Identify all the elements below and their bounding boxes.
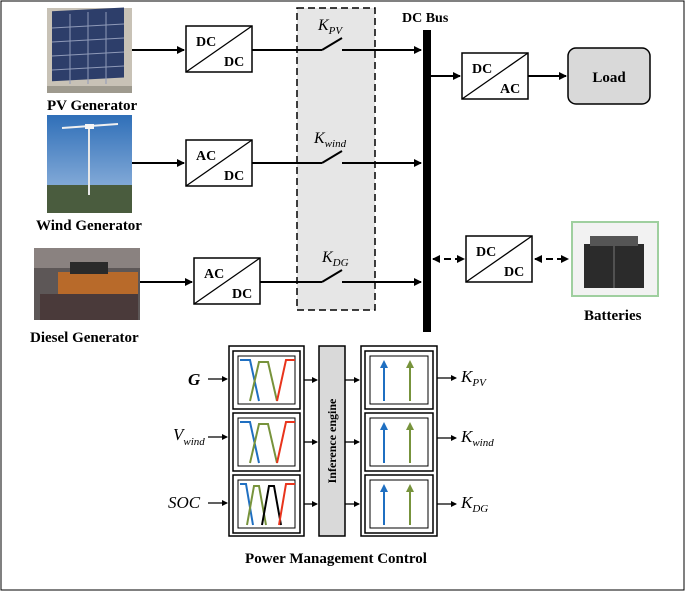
load-label: Load <box>592 70 626 86</box>
battery-dcdc-converter: DC DC <box>465 235 533 283</box>
output-kpv-label: KPV <box>460 367 487 389</box>
control-outputs: KPV Kwind KDG <box>437 367 494 515</box>
input-soc-label: SOC <box>168 493 201 512</box>
diesel-switch-label: KDG <box>321 249 349 269</box>
load-converter-top: DC <box>472 62 492 77</box>
pv-dcdc-converter: DC DC <box>185 25 253 73</box>
pv-converter-top: DC <box>196 35 216 50</box>
batteries-label: Batteries <box>584 308 642 324</box>
wind-acdc-converter: AC DC <box>185 139 253 187</box>
switch-panel <box>296 7 376 311</box>
pv-generator-image <box>47 7 132 93</box>
wind-switch-label: Kwind <box>313 130 347 150</box>
pv-switch <box>321 37 343 51</box>
pv-generator-label: PV Generator <box>47 98 137 114</box>
diesel-generator-image <box>34 248 140 320</box>
dc-bus-label: DC Bus <box>402 11 449 26</box>
battery-converter-top: DC <box>476 245 496 260</box>
defuzzification-block <box>360 345 438 537</box>
diesel-acdc-converter: AC DC <box>193 257 261 305</box>
battery-converter-bottom: DC <box>504 265 524 280</box>
dc-bus-bar <box>423 30 431 332</box>
pv-switch-label: KPV <box>317 17 343 37</box>
input-g-label: G <box>188 370 201 389</box>
pv-converter-bottom: DC <box>224 55 244 70</box>
inference-engine-box <box>318 345 346 537</box>
wind-generator-label: Wind Generator <box>36 218 142 234</box>
wind-generator-image <box>47 115 132 213</box>
inference-engine-label: Inference engine <box>325 398 339 483</box>
fuzzification-block <box>228 345 305 537</box>
wind-converter-top: AC <box>196 149 216 164</box>
input-vwind-label: Vwind <box>173 425 205 448</box>
load-converter-bottom: AC <box>500 82 520 97</box>
diesel-converter-bottom: DC <box>232 287 252 302</box>
output-kdg-label: KDG <box>460 493 488 515</box>
load-dcac-converter: DC AC <box>461 52 529 100</box>
control-inputs: G Vwind SOC <box>168 370 228 512</box>
power-management-title: Power Management Control <box>245 551 427 567</box>
diesel-generator-label: Diesel Generator <box>30 330 139 346</box>
output-kwind-label: Kwind <box>460 427 494 449</box>
wind-switch <box>321 150 343 164</box>
batteries-image <box>571 221 659 297</box>
load-box <box>567 47 651 105</box>
diesel-converter-top: AC <box>204 267 224 282</box>
wind-converter-bottom: DC <box>224 169 244 184</box>
diesel-switch <box>321 269 343 283</box>
